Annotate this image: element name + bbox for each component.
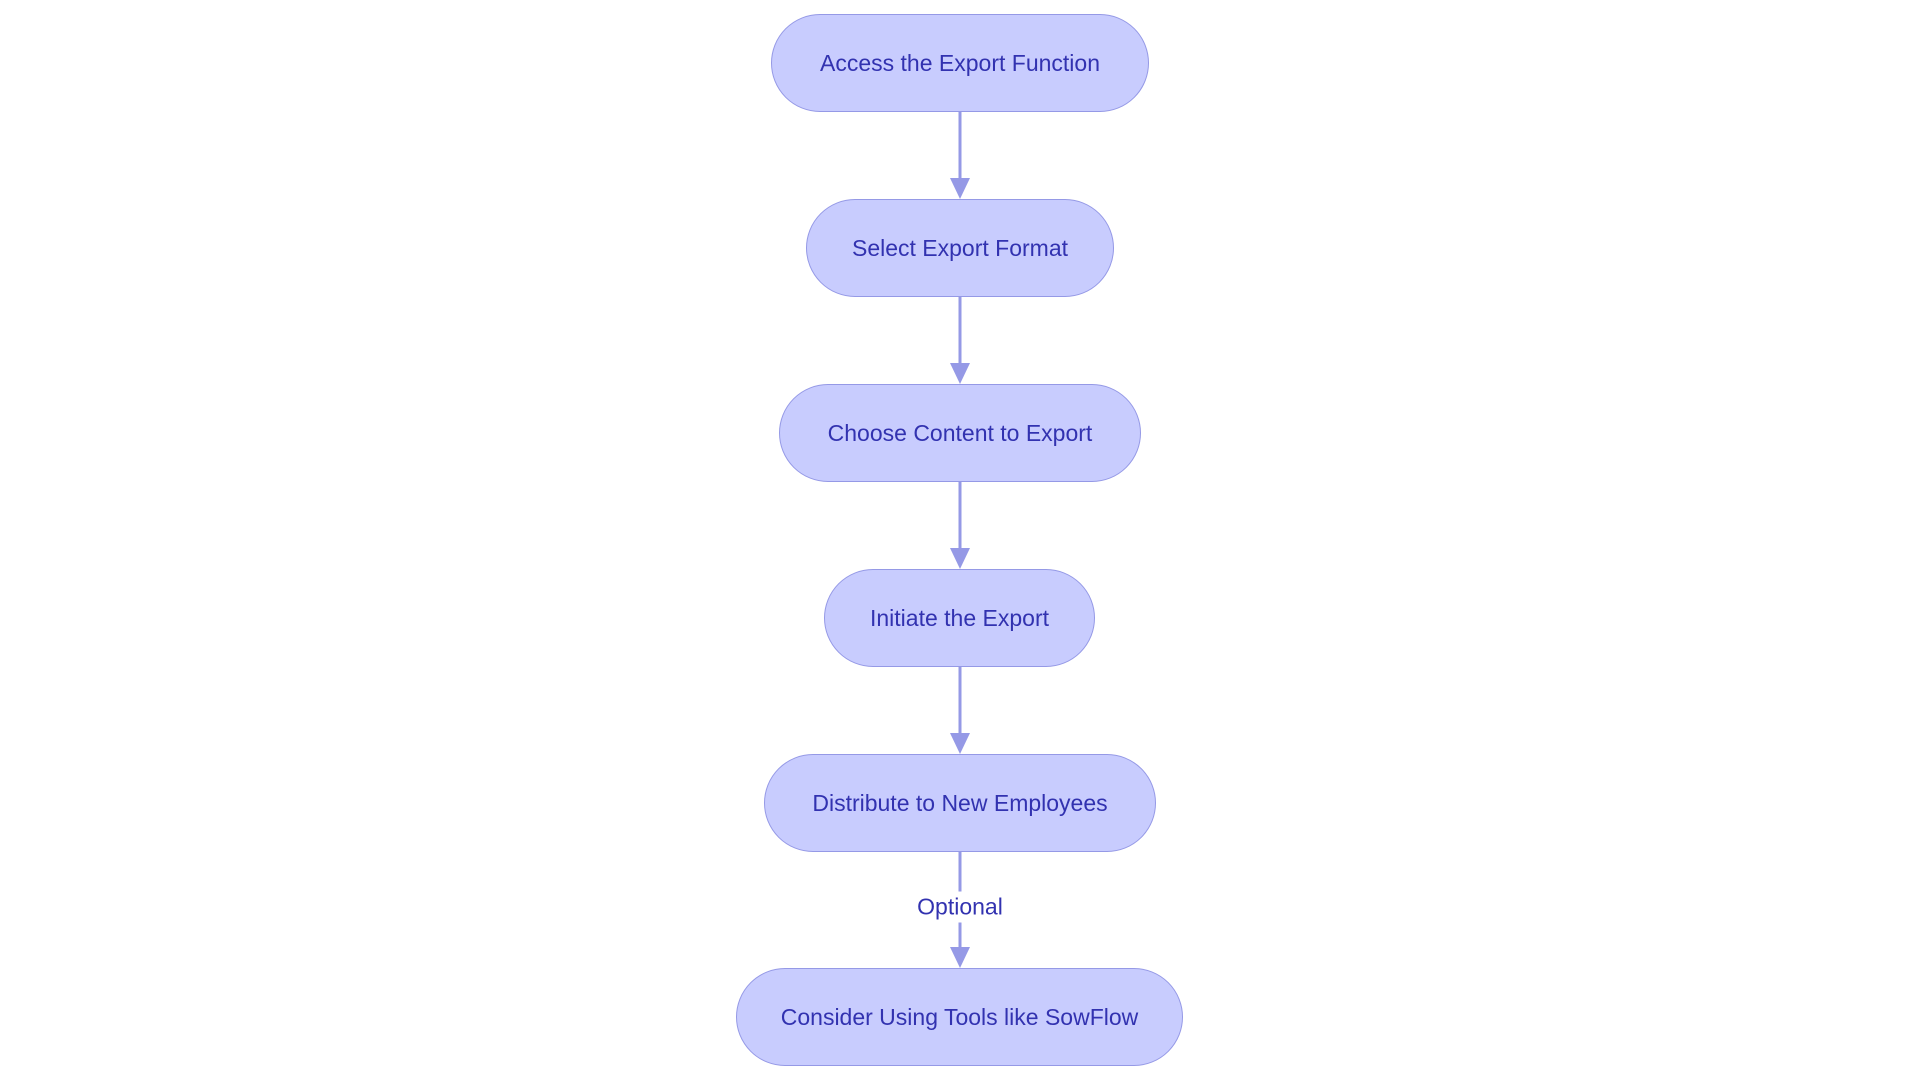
edge-n2-n3 [950,297,970,384]
arrowhead-icon [950,363,970,384]
edge-n1-n2 [950,112,970,199]
arrowhead-icon [950,733,970,754]
arrowhead-icon [950,947,970,968]
node-initiate-export: Initiate the Export [824,569,1095,667]
edge-label-optional: Optional [913,891,1007,923]
node-access-export-function: Access the Export Function [771,14,1149,112]
node-consider-sowflow: Consider Using Tools like SowFlow [736,968,1183,1066]
node-distribute-employees: Distribute to New Employees [764,754,1156,852]
node-select-export-format: Select Export Format [806,199,1114,297]
node-choose-content: Choose Content to Export [779,384,1141,482]
edge-n4-n5 [950,667,970,754]
arrowhead-icon [950,178,970,199]
arrowhead-icon [950,548,970,569]
edge-n3-n4 [950,482,970,569]
